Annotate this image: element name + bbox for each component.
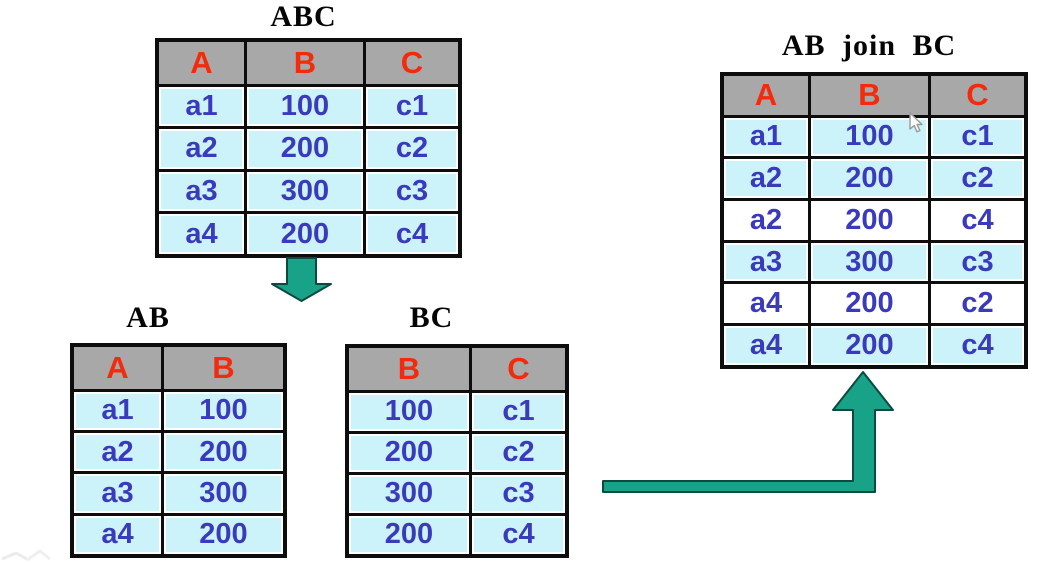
table-cell: a4 <box>720 323 811 369</box>
table-cell: 200 <box>161 429 287 475</box>
table-cell: 100 <box>808 114 931 160</box>
table-cell: 300 <box>808 239 931 285</box>
table-cell: c2 <box>363 126 462 172</box>
table-cell: c1 <box>928 114 1028 160</box>
table-cell: c4 <box>928 323 1028 369</box>
table-cell: c4 <box>469 512 569 558</box>
table-cell: c2 <box>928 156 1028 201</box>
table-cell: a4 <box>70 512 164 558</box>
table-cell: c1 <box>363 83 462 130</box>
table-cell: 100 <box>345 389 472 434</box>
table-cell: 300 <box>345 471 472 516</box>
table-title-bc: BC <box>409 301 454 334</box>
table-cell: c2 <box>928 281 1028 327</box>
table-cell: a1 <box>720 114 811 160</box>
table-cell: c4 <box>928 197 1028 243</box>
table-cell: a3 <box>155 168 247 215</box>
column-header-c: C <box>363 38 462 87</box>
table-cell: 200 <box>244 126 366 172</box>
table-cell: 200 <box>808 323 931 369</box>
table-title-join: AB join BC <box>781 29 957 62</box>
table-cell: c3 <box>469 471 569 516</box>
column-header-c: C <box>469 344 569 393</box>
table-cell: 100 <box>161 388 287 433</box>
table-cell: 300 <box>244 168 366 215</box>
table-cell: a1 <box>70 388 164 433</box>
table-cell: c1 <box>469 389 569 434</box>
table-cell: 100 <box>244 83 366 130</box>
table-cell: 200 <box>161 512 287 558</box>
table-cell: a4 <box>720 281 811 327</box>
table-cell: a3 <box>70 471 164 516</box>
table-cell: a2 <box>720 197 811 243</box>
table-cell: 200 <box>808 197 931 243</box>
table-cell: c4 <box>363 211 462 258</box>
column-header-a: A <box>155 38 247 87</box>
table-cell: a2 <box>720 156 811 201</box>
column-header-a: A <box>70 343 164 392</box>
table-cell: c3 <box>928 239 1028 285</box>
table-title-ab: AB <box>126 301 170 334</box>
table-cell: 200 <box>345 512 472 558</box>
table-cell: 200 <box>345 430 472 475</box>
join-arrow-icon <box>602 371 894 493</box>
table-title-abc: ABC <box>270 0 337 33</box>
table-cell: a3 <box>720 239 811 285</box>
column-header-c: C <box>928 72 1028 118</box>
column-header-a: A <box>720 72 811 118</box>
decompose-arrow-icon <box>271 257 332 302</box>
column-header-b: B <box>808 72 931 118</box>
watermark-fragment <box>1 549 51 562</box>
column-header-b: B <box>345 344 472 393</box>
table-cell: a2 <box>155 126 247 172</box>
table-cell: a4 <box>155 211 247 258</box>
column-header-b: B <box>161 343 287 392</box>
table-cell: 200 <box>244 211 366 258</box>
table-cell: c2 <box>469 430 569 475</box>
table-cell: c3 <box>363 168 462 215</box>
table-cell: 200 <box>808 156 931 201</box>
table-cell: a1 <box>155 83 247 130</box>
table-cell: 300 <box>161 471 287 516</box>
table-cell: 200 <box>808 281 931 327</box>
column-header-b: B <box>244 38 366 87</box>
table-cell: a2 <box>70 429 164 475</box>
